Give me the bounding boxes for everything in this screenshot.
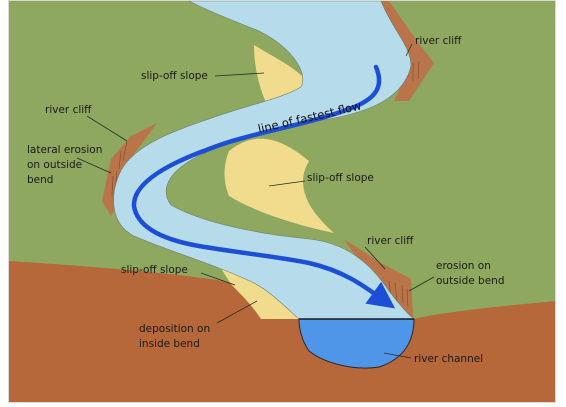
label-slip-off-slope-top: slip-off slope	[141, 70, 208, 82]
label-river-cliff-bottom-right: river cliff	[367, 235, 414, 247]
label-river-cliff-top-right: river cliff	[415, 35, 462, 47]
label-slip-off-slope-bottom: slip-off slope	[121, 264, 188, 276]
cross-section-ground	[9, 261, 555, 402]
meander-diagram: slip-off slope river cliff river cliff l…	[9, 1, 555, 402]
label-lateral-erosion-line3: bend	[27, 174, 53, 186]
label-deposition-line1: deposition on	[139, 323, 210, 335]
label-river-cliff-left: river cliff	[45, 104, 92, 116]
label-slip-off-slope-middle: slip-off slope	[307, 172, 374, 184]
slip-off-slope-middle	[224, 138, 334, 233]
leader-lines	[76, 43, 435, 359]
label-deposition-line2: inside bend	[139, 338, 200, 350]
label-lateral-erosion-line1: lateral erosion	[27, 144, 102, 156]
label-erosion-outside-line1: erosion on	[436, 260, 491, 272]
fastest-flow-arrow	[131, 64, 396, 309]
cliff-hatching	[111, 55, 420, 308]
label-lateral-erosion-line2: on outside	[27, 159, 82, 171]
label-river-channel: river channel	[414, 353, 483, 365]
label-erosion-outside-line2: outside bend	[436, 275, 505, 287]
diagram-frame: slip-off slope river cliff river cliff l…	[8, 0, 556, 403]
river-channel	[298, 318, 415, 369]
